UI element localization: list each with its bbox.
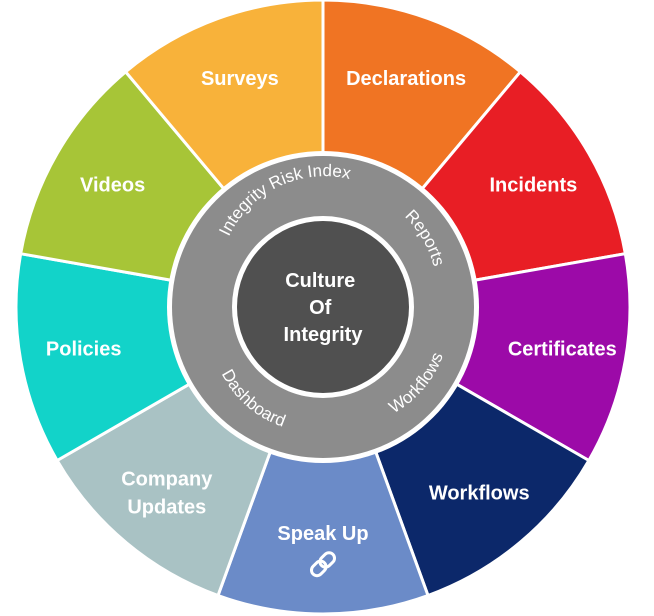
- segment-label-videos: Videos: [80, 175, 145, 197]
- segment-label-workflows: Workflows: [429, 482, 530, 504]
- segment-label-incidents: Incidents: [490, 175, 578, 197]
- center-circle: [237, 221, 409, 393]
- segment-label-speak-up: Speak Up: [277, 523, 368, 545]
- segment-label-surveys: Surveys: [201, 68, 279, 90]
- segment-label-certificates: Certificates: [508, 338, 617, 360]
- chain-link-icon: [309, 551, 337, 578]
- segment-label-declarations: Declarations: [346, 68, 466, 90]
- segment-label-policies: Policies: [46, 338, 122, 360]
- segment-labels: DeclarationsIncidentsCertificatesWorkflo…: [46, 68, 617, 578]
- center-title: Culture Of Integrity: [284, 270, 364, 346]
